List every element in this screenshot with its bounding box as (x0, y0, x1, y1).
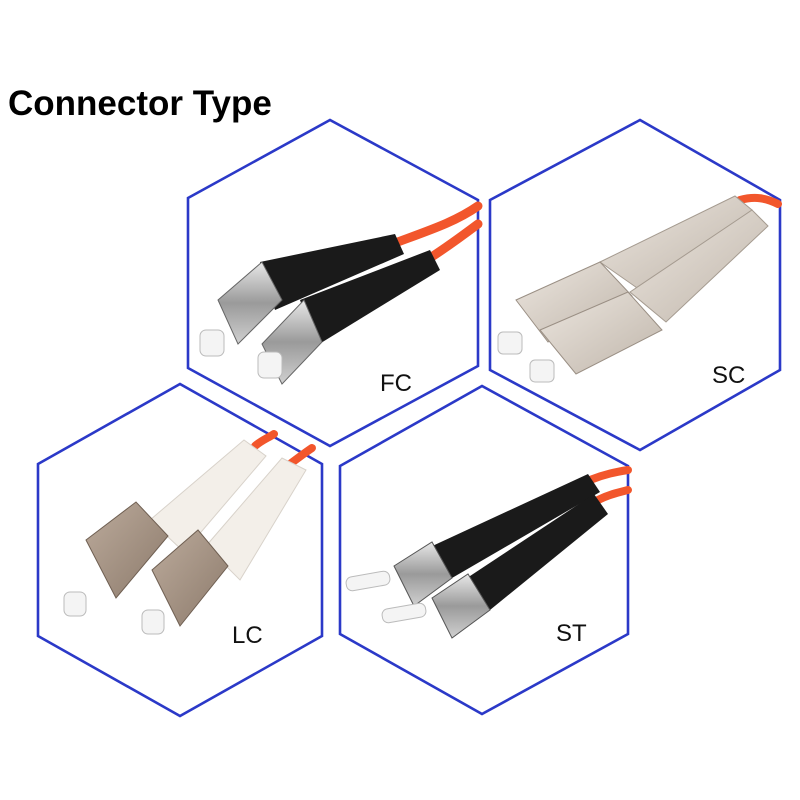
lc-label: LC (232, 622, 263, 649)
lc-panel: LC (36, 382, 324, 718)
fc-connector-icon (199, 201, 483, 385)
lc-connector-icon (63, 430, 316, 635)
sc-label: SC (712, 362, 745, 389)
page-title: Connector Type (8, 84, 272, 123)
sc-connector-icon (497, 193, 782, 383)
fc-hex-frame (186, 118, 480, 448)
lc-hex-frame (36, 382, 324, 718)
sc-panel: SC (488, 118, 782, 452)
fc-label: FC (380, 370, 412, 397)
st-label: ST (556, 620, 587, 647)
sc-hex-frame (488, 118, 782, 452)
st-connector-icon (345, 466, 632, 639)
fc-panel: FC (186, 118, 483, 448)
st-panel: ST (338, 384, 632, 716)
st-hex-frame (338, 384, 630, 716)
